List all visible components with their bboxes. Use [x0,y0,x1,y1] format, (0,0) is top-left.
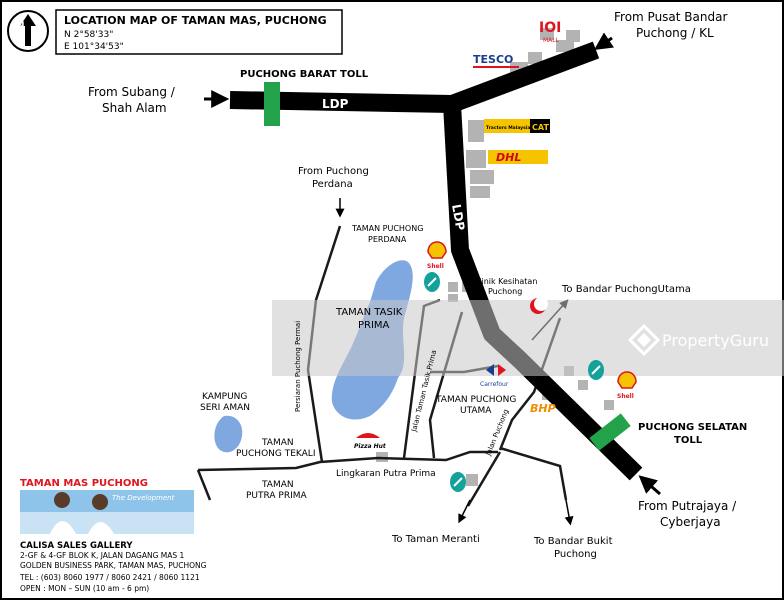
pizza-hut-text: Pizza Hut [354,443,387,450]
watermark-band [272,300,784,376]
propertyguru-watermark: PropertyGuru [627,323,769,357]
seri-aman-lake [214,415,243,453]
kampung-seri-aman-label-2: SERI AMAN [200,403,250,413]
carrefour-text: Carrefour [480,381,509,388]
puchong-barat-toll-marker [264,82,280,126]
taman-puchong-perdana-label: TAMAN PUCHONG [351,224,423,233]
taman-puchong-tekali-label: TAMAN [261,438,294,448]
to-bandar-puchong-utama-label: To Bandar PuchongUtama [561,284,691,295]
petronas-station-icon-2 [588,360,604,380]
bhp-logo: BHP [530,402,556,415]
ldp-label-horizontal: LDP [322,97,349,111]
taman-puchong-utama-label: TAMAN PUCHONG [435,395,516,405]
puchong-selatan-toll-marker [589,413,631,451]
taman-tasik-prima-label: TAMAN TASIK [335,307,403,318]
taman-tasik-prima-label-2: PRIMA [358,320,390,331]
from-pusat-label-2: Puchong / KL [636,26,714,40]
tractors-malaysia-logo: Tractors Malaysia CAT [484,119,550,133]
title-panel: LOCATION MAP OF TAMAN MAS, PUCHONG N 2°5… [55,9,343,55]
klinik-kesihatan-label-2: Puchong [488,287,522,296]
pizza-hut-logo: Pizza Hut [354,433,387,450]
dhl-logo: DHL [488,150,548,164]
tesco-text: TESCO [473,53,513,66]
ioi-mall-text: MALL [543,37,560,44]
klinik-kesihatan-label: Klinik Kesihatan [474,277,537,286]
tractors-text: Tractors Malaysia [486,125,530,131]
taman-putra-prima-label-2: PUTRA PRIMA [246,491,308,501]
ioi-text: IOI [539,20,561,36]
gallery-address-1: 2-GF & 4-GF BLOK K, JALAN DAGANG MAS 1 [20,551,185,560]
tesco-logo: TESCO [473,53,519,68]
latitude: N 2°58'33" [64,30,113,40]
dhl-text: DHL [496,151,521,164]
from-perdana-label: From Puchong [298,166,369,177]
longitude: E 101°34'53" [64,42,124,52]
lingkaran-putra-prima-label: Lingkaran Putra Prima [336,469,436,479]
compass-letter: N [17,21,25,31]
petronas-station-icon [424,272,440,292]
taman-puchong-tekali-label-2: PUCHONG TEKALI [236,449,315,459]
sales-gallery-panel: TAMAN MAS PUCHONG The Development CALISA… [19,478,207,593]
puchong-barat-toll-label: PUCHONG BARAT TOLL [240,69,369,80]
cat-text: CAT [532,123,549,132]
persiaran-puchong-permai-label: Persiaran Puchong Permai [294,321,302,412]
clinic-crescent-icon [530,297,548,314]
puchong-selatan-toll-label: PUCHONG SELATAN [638,422,747,433]
petronas-station-icon-3 [450,472,466,492]
carrefour-logo: Carrefour [480,364,509,388]
ldp-label-vertical: LDP [449,203,467,232]
gallery-tel: TEL : (603) 8060 1977 / 8060 2421 / 8060… [19,573,200,582]
shell-text-2: Shell [617,393,634,400]
to-bandar-bukit-label-2: Puchong [554,549,597,560]
bhp-text: BHP [530,402,556,415]
gallery-hours: OPEN : MON – SUN (10 am - 6 pm) [20,584,149,593]
to-bandar-bukit-label: To Bandar Bukit [533,536,613,547]
from-subang-label-2: Shah Alam [102,101,167,115]
from-putrajaya-label: From Putrajaya / [638,499,737,513]
gallery-photo-caption: The Development [112,494,175,502]
taman-puchong-perdana-label-2: PERDANA [368,235,407,244]
shell-station-icon: Shell [427,241,447,270]
from-pusat-label: From Pusat Bandar [614,10,727,24]
from-perdana-label-2: Perdana [312,179,353,190]
kampung-seri-aman-label: KAMPUNG [202,392,247,402]
gallery-name: CALISA SALES GALLERY [20,541,133,551]
to-taman-meranti-label: To Taman Meranti [391,534,480,545]
taman-putra-prima-label: TAMAN [261,480,294,490]
north-arrow-icon: N [7,10,49,52]
gallery-address-2: GOLDEN BUSINESS PARK, TAMAN MAS, PUCHONG [20,561,207,570]
map-title: LOCATION MAP OF TAMAN MAS, PUCHONG [64,14,327,27]
from-putrajaya-label-2: Cyberjaya [660,515,721,529]
taman-puchong-utama-label-2: UTAMA [460,406,492,416]
shell-text: Shell [427,263,444,270]
from-subang-label: From Subang / [88,85,176,99]
gallery-heading: TAMAN MAS PUCHONG [20,478,148,489]
highway-arrows [204,32,661,496]
puchong-selatan-toll-label-2: TOLL [674,435,703,446]
shell-station-icon-2: Shell [617,371,637,400]
ioi-mall-logo: IOI MALL [539,20,561,44]
propertyguru-text: PropertyGuru [662,331,769,350]
